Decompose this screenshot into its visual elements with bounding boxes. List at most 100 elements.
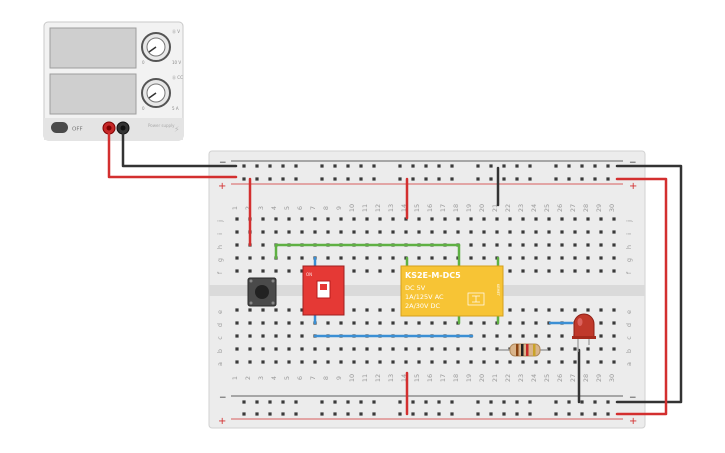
hole-i13[interactable] bbox=[391, 230, 395, 234]
rail-hole[interactable] bbox=[502, 164, 506, 168]
hole-i10[interactable] bbox=[352, 230, 356, 234]
rail-hole[interactable] bbox=[606, 412, 610, 416]
hole-a3[interactable] bbox=[261, 360, 265, 364]
hole-j15[interactable] bbox=[417, 217, 421, 221]
rail-hole[interactable] bbox=[242, 412, 246, 416]
hole-j19[interactable] bbox=[469, 217, 473, 221]
hole-f28[interactable] bbox=[586, 269, 590, 273]
hole-e10[interactable] bbox=[352, 308, 356, 312]
hole-i7[interactable] bbox=[313, 230, 317, 234]
rail-hole[interactable] bbox=[398, 164, 402, 168]
rail-hole[interactable] bbox=[593, 412, 597, 416]
hole-b20[interactable] bbox=[482, 347, 486, 351]
hole-f2[interactable] bbox=[248, 269, 252, 273]
hole-i21[interactable] bbox=[495, 230, 499, 234]
hole-a25[interactable] bbox=[547, 360, 551, 364]
hole-c1[interactable] bbox=[235, 334, 239, 338]
hole-d19[interactable] bbox=[469, 321, 473, 325]
rail-hole[interactable] bbox=[606, 164, 610, 168]
rail-hole[interactable] bbox=[606, 400, 610, 404]
hole-g13[interactable] bbox=[391, 256, 395, 260]
hole-d5[interactable] bbox=[287, 321, 291, 325]
hole-a13[interactable] bbox=[391, 360, 395, 364]
hole-g28[interactable] bbox=[586, 256, 590, 260]
rail-hole[interactable] bbox=[294, 164, 298, 168]
rail-hole[interactable] bbox=[242, 164, 246, 168]
hole-a30[interactable] bbox=[612, 360, 616, 364]
hole-h19[interactable] bbox=[469, 243, 473, 247]
hole-b25[interactable] bbox=[547, 347, 551, 351]
hole-g23[interactable] bbox=[521, 256, 525, 260]
rail-hole[interactable] bbox=[372, 412, 376, 416]
rail-hole[interactable] bbox=[281, 412, 285, 416]
rail-hole[interactable] bbox=[268, 164, 272, 168]
hole-f25[interactable] bbox=[547, 269, 551, 273]
hole-h1[interactable] bbox=[235, 243, 239, 247]
hole-g10[interactable] bbox=[352, 256, 356, 260]
hole-c4[interactable] bbox=[274, 334, 278, 338]
hole-e25[interactable] bbox=[547, 308, 551, 312]
hole-i29[interactable] bbox=[599, 230, 603, 234]
hole-j1[interactable] bbox=[235, 217, 239, 221]
hole-j21[interactable] bbox=[495, 217, 499, 221]
hole-f30[interactable] bbox=[612, 269, 616, 273]
rail-hole[interactable] bbox=[567, 400, 571, 404]
rail-hole[interactable] bbox=[268, 177, 272, 181]
hole-a5[interactable] bbox=[287, 360, 291, 364]
hole-i1[interactable] bbox=[235, 230, 239, 234]
hole-c23[interactable] bbox=[521, 334, 525, 338]
hole-b16[interactable] bbox=[430, 347, 434, 351]
hole-a12[interactable] bbox=[378, 360, 382, 364]
rail-hole[interactable] bbox=[242, 400, 246, 404]
hole-a22[interactable] bbox=[508, 360, 512, 364]
rail-hole[interactable] bbox=[372, 164, 376, 168]
rail-hole[interactable] bbox=[398, 412, 402, 416]
hole-d15[interactable] bbox=[417, 321, 421, 325]
hole-j17[interactable] bbox=[443, 217, 447, 221]
rail-hole[interactable] bbox=[359, 177, 363, 181]
hole-g3[interactable] bbox=[261, 256, 265, 260]
rail-hole[interactable] bbox=[489, 177, 493, 181]
hole-j14[interactable] bbox=[404, 217, 408, 221]
hole-h20[interactable] bbox=[482, 243, 486, 247]
rail-hole[interactable] bbox=[554, 164, 558, 168]
hole-j25[interactable] bbox=[547, 217, 551, 221]
right-red-lead[interactable] bbox=[615, 177, 668, 416]
rail-hole[interactable] bbox=[333, 412, 337, 416]
hole-b11[interactable] bbox=[365, 347, 369, 351]
hole-j13[interactable] bbox=[391, 217, 395, 221]
rail-hole[interactable] bbox=[567, 177, 571, 181]
hole-i17[interactable] bbox=[443, 230, 447, 234]
hole-g24[interactable] bbox=[534, 256, 538, 260]
hole-j7[interactable] bbox=[313, 217, 317, 221]
rail-hole[interactable] bbox=[372, 177, 376, 181]
hole-j20[interactable] bbox=[482, 217, 486, 221]
hole-a7[interactable] bbox=[313, 360, 317, 364]
hole-g22[interactable] bbox=[508, 256, 512, 260]
hole-d24[interactable] bbox=[534, 321, 538, 325]
hole-h24[interactable] bbox=[534, 243, 538, 247]
hole-a8[interactable] bbox=[326, 360, 330, 364]
hole-a1[interactable] bbox=[235, 360, 239, 364]
rail-hole[interactable] bbox=[515, 412, 519, 416]
rail-hole[interactable] bbox=[554, 412, 558, 416]
hole-a6[interactable] bbox=[300, 360, 304, 364]
rail-hole[interactable] bbox=[437, 177, 441, 181]
hole-b6[interactable] bbox=[300, 347, 304, 351]
hole-i9[interactable] bbox=[339, 230, 343, 234]
hole-b13[interactable] bbox=[391, 347, 395, 351]
hole-g19[interactable] bbox=[469, 256, 473, 260]
rail-hole[interactable] bbox=[411, 164, 415, 168]
rail-hole[interactable] bbox=[255, 177, 259, 181]
rail-hole[interactable] bbox=[450, 400, 454, 404]
hole-i18[interactable] bbox=[456, 230, 460, 234]
rail-hole[interactable] bbox=[437, 164, 441, 168]
rail-hole[interactable] bbox=[294, 412, 298, 416]
hole-g15[interactable] bbox=[417, 256, 421, 260]
hole-f3[interactable] bbox=[261, 269, 265, 273]
rail-hole[interactable] bbox=[320, 177, 324, 181]
hole-j26[interactable] bbox=[560, 217, 564, 221]
hole-a2[interactable] bbox=[248, 360, 252, 364]
hole-e12[interactable] bbox=[378, 308, 382, 312]
hole-g9[interactable] bbox=[339, 256, 343, 260]
